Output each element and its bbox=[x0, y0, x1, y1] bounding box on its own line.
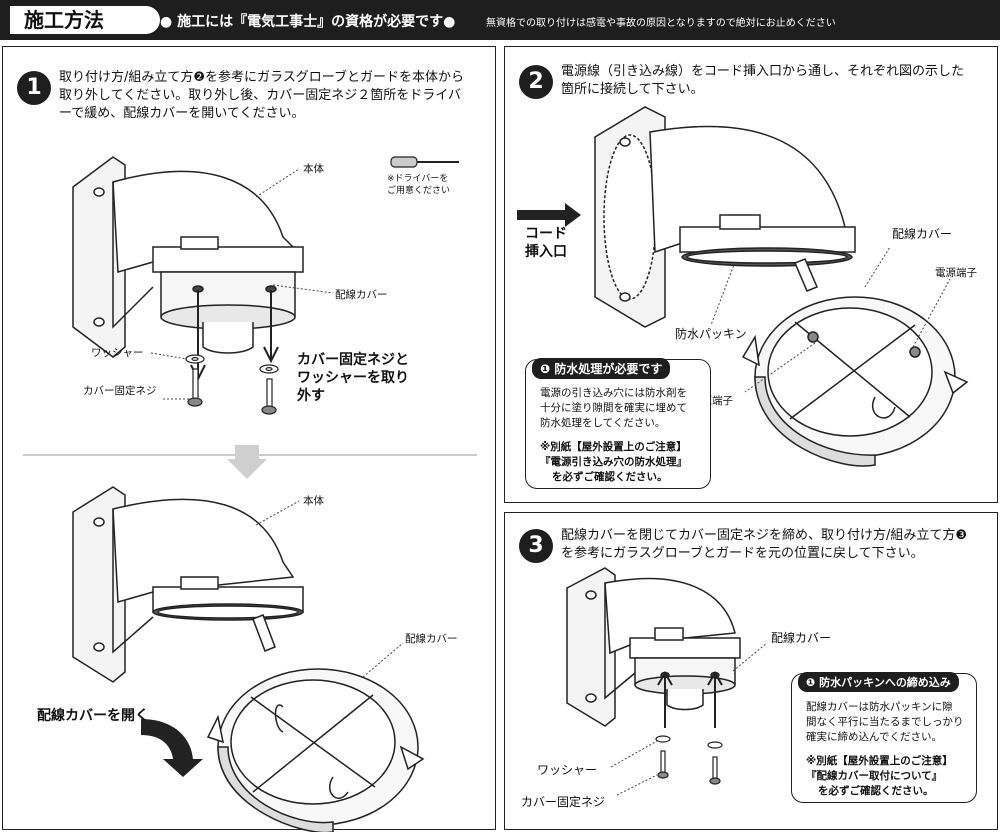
cord-inlet-line: コード bbox=[525, 226, 567, 242]
step2-line: 電源線（引き込み線）をコード挿入口から通し、それぞれ図の示した bbox=[561, 64, 965, 79]
wiring-connection-illustration bbox=[517, 106, 969, 467]
down-arrow-icon bbox=[227, 445, 267, 479]
note-title: ❶ 防水処理が必要です bbox=[532, 358, 671, 379]
remove-instruction-line: 外す bbox=[297, 388, 325, 404]
cover-screw-label: カバー固定ネジ bbox=[83, 385, 157, 397]
step1-number: 1 bbox=[17, 71, 51, 105]
screwdriver-note: ※ドライバーを ご用意ください bbox=[387, 173, 450, 197]
page-title: 施工方法 bbox=[10, 6, 160, 34]
step1-line: 取り付け方/組み立て方❷を参考にガラスグローブとガードを本体から bbox=[59, 70, 464, 85]
wiring-cover-label: 配線カバー bbox=[892, 227, 953, 241]
step3-number: 3 bbox=[519, 529, 553, 563]
note-ref-line: 『電源引き込み穴の防水処理』 bbox=[540, 456, 687, 468]
note-line: 間なく平行に当たるまでしっかり bbox=[806, 716, 964, 728]
note-reference: ※別紙【屋外設置上のご注意】 『配線カバー取付について』 を必ずご確認ください。 bbox=[806, 754, 953, 799]
step3-instructions: 配線カバーを閉じてカバー固定ネジを締め、取り付け方/組み立て方❸ を参考にガラス… bbox=[561, 527, 995, 563]
remove-instruction-line: カバー固定ネジと bbox=[297, 352, 409, 368]
cord-insertion-arrow-icon bbox=[517, 203, 581, 227]
qualification-warning-detail: 無資格での取り付けは感電や事故の原因となりますので絶対にお止めください bbox=[486, 18, 836, 29]
note-reference: ※別紙【屋外設置上のご注意】 『電源引き込み穴の防水処理』 を必ずご確認ください… bbox=[540, 440, 687, 485]
cover-screw-label: カバー固定ネジ bbox=[521, 795, 606, 809]
screwdriver-note-line: ※ドライバーを bbox=[387, 174, 449, 184]
note-line: 十分に塗り隙間を確実に埋めて bbox=[540, 402, 687, 414]
step2-number: 2 bbox=[519, 65, 553, 99]
fixture-closing-illustration bbox=[566, 567, 768, 796]
washer-label: ワッシャー bbox=[537, 763, 598, 777]
screwdriver-note-line: ご用意ください bbox=[387, 186, 451, 196]
step2-panel: 2 電源線（引き込み線）をコード挿入口から通し、それぞれ図の示した 箇所に接続し… bbox=[504, 46, 998, 503]
remove-instruction-line: ワッシャーを取り bbox=[297, 370, 409, 386]
step1-line: 取り外してください。取り外し後、カバー固定ネジ２箇所をドライバ bbox=[59, 88, 461, 103]
step-divider bbox=[23, 445, 477, 479]
step3-panel: 3 配線カバーを閉じてカバー固定ネジを締め、取り付け方/組み立て方❸ を参考にガ… bbox=[504, 512, 998, 830]
header-bar: 施工方法 ● 施工には『電気工事士』の資格が必要です● 無資格での取り付けは感電… bbox=[0, 0, 1000, 40]
wiring-cover-label: 配線カバー bbox=[335, 289, 388, 301]
remove-screw-instruction: カバー固定ネジと ワッシャーを取り 外す bbox=[297, 351, 409, 405]
step3-line: 配線カバーを閉じてカバー固定ネジを締め、取り付け方/組み立て方❸ bbox=[561, 528, 968, 543]
step2-line: 箇所に接続して下さい。 bbox=[561, 82, 704, 97]
body-label: 本体 bbox=[303, 495, 324, 507]
wiring-cover-label: 配線カバー bbox=[771, 631, 832, 645]
note-line: 配線カバーは防水パッキンに隙 bbox=[806, 701, 953, 713]
fixture-closed-illustration bbox=[72, 156, 459, 415]
step1-panel: 1 取り付け方/組み立て方❷を参考にガラスグローブとガードを本体から 取り外して… bbox=[2, 46, 496, 832]
note-body: 配線カバーは防水パッキンに隙 間なく平行に当たるまでしっかり 確実に締め込んでく… bbox=[806, 700, 964, 745]
note-body: 電源の引き込み穴には防水剤を 十分に塗り隙間を確実に埋めて 防水処理をしてくださ… bbox=[540, 386, 687, 431]
waterproof-packing-label: 防水パッキン bbox=[675, 327, 747, 341]
open-direction-arrow-icon bbox=[141, 719, 203, 777]
note-title: ❶ 防水パッキンへの締め込み bbox=[798, 672, 959, 692]
waterproofing-note: ❶ 防水処理が必要です 電源の引き込み穴には防水剤を 十分に塗り隙間を確実に埋め… bbox=[525, 358, 711, 489]
power-terminal-label: 電源端子 bbox=[935, 267, 977, 279]
fixture-open-illustration bbox=[72, 486, 425, 832]
step1-line: ーで緩め、配線カバーを開いてください。 bbox=[59, 106, 305, 121]
step1-instructions: 取り付け方/組み立て方❷を参考にガラスグローブとガードを本体から 取り外してくだ… bbox=[59, 69, 489, 123]
note-ref-line: ※別紙【屋外設置上のご注意】 bbox=[540, 441, 687, 453]
open-cover-instruction: 配線カバーを開く bbox=[37, 708, 149, 724]
washer-label: ワッシャー bbox=[91, 347, 144, 359]
step3-line: を参考にガラスグローブとガードを元の位置に戻して下さい。 bbox=[561, 546, 924, 561]
packing-tightening-note: ❶ 防水パッキンへの締め込み 配線カバーは防水パッキンに隙 間なく平行に当たるま… bbox=[791, 672, 977, 803]
step2-instructions: 電源線（引き込み線）をコード挿入口から通し、それぞれ図の示した 箇所に接続して下… bbox=[561, 63, 991, 99]
body-label: 本体 bbox=[303, 163, 324, 175]
note-line: 電源の引き込み穴には防水剤を bbox=[540, 387, 687, 399]
note-ref-line: ※別紙【屋外設置上のご注意】 bbox=[806, 755, 953, 767]
cord-inlet-line: 挿入口 bbox=[525, 244, 567, 260]
note-ref-line: を必ずご確認ください。 bbox=[552, 471, 668, 483]
note-line: 防水処理をしてください。 bbox=[540, 417, 666, 429]
note-line: 確実に締め込んでください。 bbox=[806, 731, 942, 743]
qualification-warning: ● 施工には『電気工事士』の資格が必要です● bbox=[160, 14, 456, 30]
wiring-cover-label: 配線カバー bbox=[405, 633, 458, 645]
note-ref-line: を必ずご確認ください。 bbox=[818, 785, 934, 797]
note-ref-line: 『配線カバー取付について』 bbox=[806, 770, 943, 782]
cord-inlet-label: コード 挿入口 bbox=[525, 225, 567, 261]
